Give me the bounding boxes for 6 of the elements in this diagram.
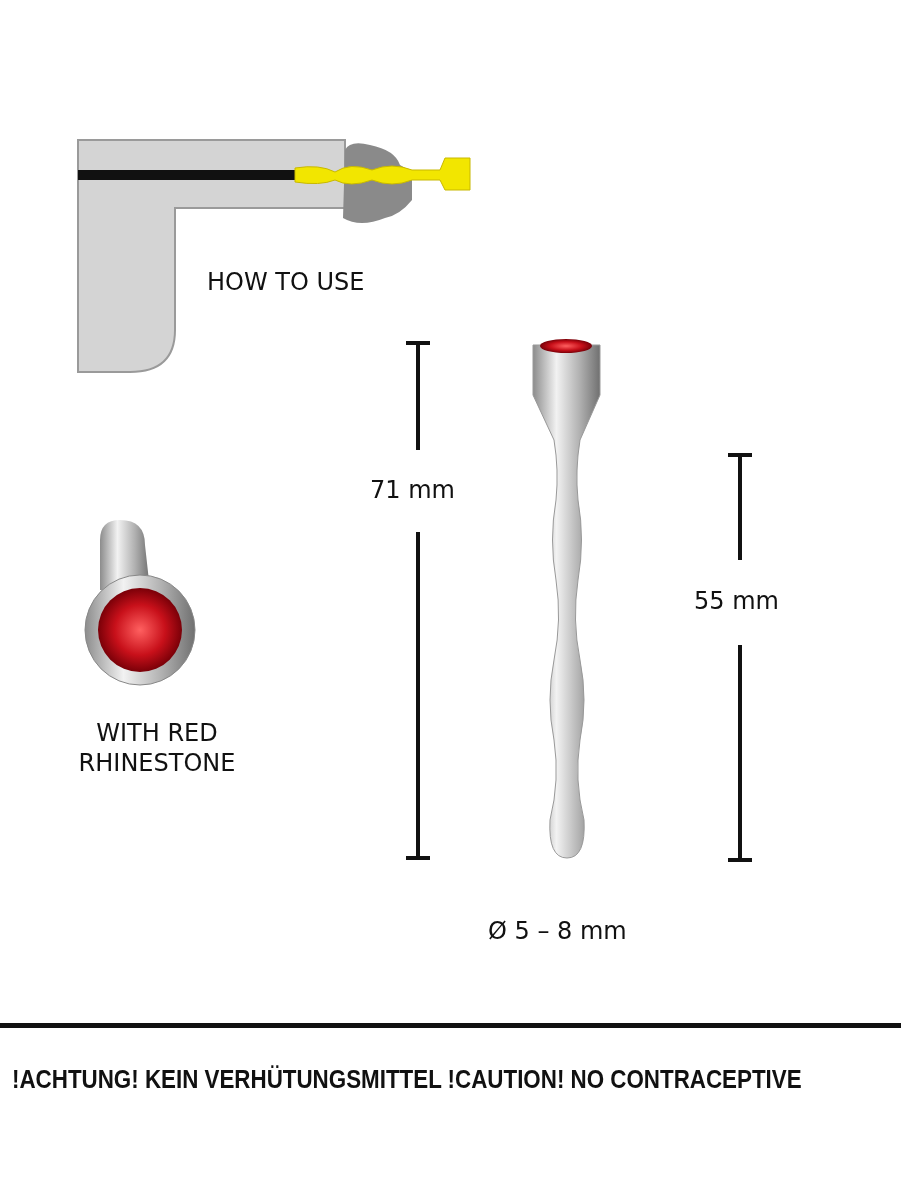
caption-text: WITH RED RHINESTONE	[77, 718, 237, 778]
dimension-label: 55 mm	[694, 586, 779, 616]
dimension-label: 71 mm	[370, 475, 455, 505]
caption-text: HOW TO USE	[207, 267, 365, 297]
warning-text: !ACHTUNG! KEIN VERHÜTUNGSMITTEL !CAUTION! NO CONTRACEPTIVE	[12, 1064, 802, 1094]
dimension-label: Ø 5 – 8 mm	[488, 916, 627, 946]
